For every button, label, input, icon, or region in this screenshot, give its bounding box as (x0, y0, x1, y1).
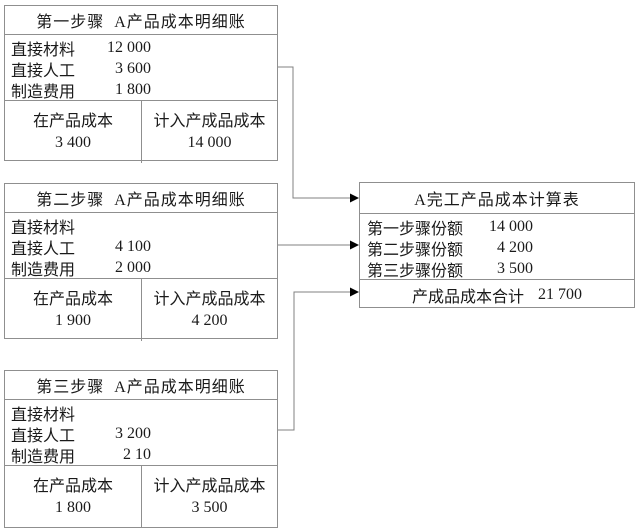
step-1-ledger-title: 第一步骤 A产品成本明细账 (5, 6, 277, 35)
direct-labor-label: 直接人工 (11, 62, 76, 80)
step-2-split-section: 在产品成本 1 900 计入产成品成本 4 200 (5, 279, 277, 341)
step-1-split-section: 在产品成本 3 400 计入产成品成本 14 000 (5, 101, 277, 163)
direct-material-label: 直接材料 (11, 219, 76, 237)
connector-step-1-to-summary (278, 66, 359, 203)
direct-labor-value: 3 600 (115, 59, 151, 77)
transfer-cost-value: 4 200 (191, 312, 228, 329)
direct-material-label: 直接材料 (11, 406, 76, 424)
overhead-label: 制造费用 (11, 261, 76, 279)
transfer-cost-value: 3 500 (191, 499, 228, 516)
direct-labor-value: 3 200 (115, 424, 151, 442)
overhead-label: 制造费用 (11, 448, 76, 466)
transfer-cost-cell: 计入产成品成本 14 000 (141, 101, 277, 163)
summary-row-step-3: 第三步骤份额 3 500 (367, 258, 634, 280)
overhead-value: 1 800 (115, 80, 151, 98)
total-cost-value: 21 700 (538, 286, 582, 303)
step-3-share-label: 第三步骤份额 (367, 262, 464, 280)
step-1-ledger: 第一步骤 A产品成本明细账 直接材料 12 000 直接人工 3 600 制造费… (4, 5, 278, 163)
total-cost-label: 产成品成本合计 (411, 289, 524, 306)
wip-cost-value: 1 800 (55, 499, 91, 516)
direct-labor-value: 4 100 (115, 237, 151, 255)
wip-cost-label: 在产品成本 (32, 291, 113, 308)
wip-cost-cell: 在产品成本 3 400 (5, 101, 141, 163)
overhead-value: 2 10 (123, 445, 151, 463)
detail-row-overhead: 制造费用 1 800 (11, 79, 277, 101)
direct-material-value: 12 000 (107, 38, 151, 56)
step-2-ledger: 第二步骤 A产品成本明细账 直接材料 直接人工 4 100 制造费用 2 000… (4, 183, 278, 341)
detail-row-direct-labor: 直接人工 4 100 (11, 236, 277, 258)
step-2-ledger-title: 第二步骤 A产品成本明细账 (5, 184, 277, 213)
step-3-share-value: 3 500 (497, 259, 533, 277)
overhead-value: 2 000 (115, 258, 151, 276)
arrowhead-icon (350, 287, 359, 297)
step-1-share-label: 第一步骤份额 (367, 220, 464, 238)
step-2-detail-section: 直接材料 直接人工 4 100 制造费用 2 000 (5, 213, 277, 279)
connector-step-2-to-summary (278, 240, 359, 250)
transfer-cost-cell: 计入产成品成本 3 500 (141, 466, 277, 528)
transfer-cost-value: 14 000 (187, 134, 232, 151)
arrowhead-icon (350, 240, 359, 250)
wip-cost-value: 3 400 (55, 134, 91, 151)
wip-cost-label: 在产品成本 (32, 113, 113, 130)
step-3-ledger-title: 第三步骤 A产品成本明细账 (5, 371, 277, 400)
detail-row-direct-material: 直接材料 12 000 (11, 37, 277, 59)
summary-rows-section: 第一步骤份额 14 000 第二步骤份额 4 200 第三步骤份额 3 500 (360, 214, 634, 280)
wip-cost-cell: 在产品成本 1 800 (5, 466, 141, 528)
wip-cost-value: 1 900 (55, 312, 91, 329)
detail-row-direct-labor: 直接人工 3 200 (11, 423, 277, 445)
arrowhead-icon (350, 193, 359, 203)
step-1-detail-section: 直接材料 12 000 直接人工 3 600 制造费用 1 800 (5, 35, 277, 101)
summary-row-step-2: 第二步骤份额 4 200 (367, 237, 634, 259)
detail-row-direct-material: 直接材料 (11, 215, 277, 237)
summary-row-step-1: 第一步骤份额 14 000 (367, 216, 634, 238)
step-3-ledger: 第三步骤 A产品成本明细账 直接材料 直接人工 3 200 制造费用 2 10 … (4, 370, 278, 528)
direct-material-label: 直接材料 (11, 41, 76, 59)
step-2-share-label: 第二步骤份额 (367, 241, 464, 259)
step-3-split-section: 在产品成本 1 800 计入产成品成本 3 500 (5, 466, 277, 528)
direct-labor-label: 直接人工 (11, 240, 76, 258)
transfer-cost-label: 计入产成品成本 (153, 291, 266, 308)
step-2-share-value: 4 200 (497, 238, 533, 256)
wip-cost-cell: 在产品成本 1 900 (5, 279, 141, 341)
detail-row-overhead: 制造费用 2 000 (11, 257, 277, 279)
transfer-cost-label: 计入产成品成本 (153, 478, 266, 495)
transfer-cost-cell: 计入产成品成本 4 200 (141, 279, 277, 341)
wip-cost-label: 在产品成本 (32, 478, 113, 495)
detail-row-direct-material: 直接材料 (11, 402, 277, 424)
transfer-cost-label: 计入产成品成本 (153, 113, 266, 130)
direct-labor-label: 直接人工 (11, 427, 76, 445)
summary-total-row: 产成品成本合计 21 700 (360, 280, 634, 310)
step-3-detail-section: 直接材料 直接人工 3 200 制造费用 2 10 (5, 400, 277, 466)
overhead-label: 制造费用 (11, 83, 76, 101)
step-1-share-value: 14 000 (489, 217, 533, 235)
connector-step-3-to-summary (278, 287, 359, 431)
summary-table: A完工产品成本计算表 第一步骤份额 14 000 第二步骤份额 4 200 第三… (359, 182, 635, 308)
summary-table-title: A完工产品成本计算表 (360, 183, 634, 214)
detail-row-overhead: 制造费用 2 10 (11, 444, 277, 466)
detail-row-direct-labor: 直接人工 3 600 (11, 58, 277, 80)
